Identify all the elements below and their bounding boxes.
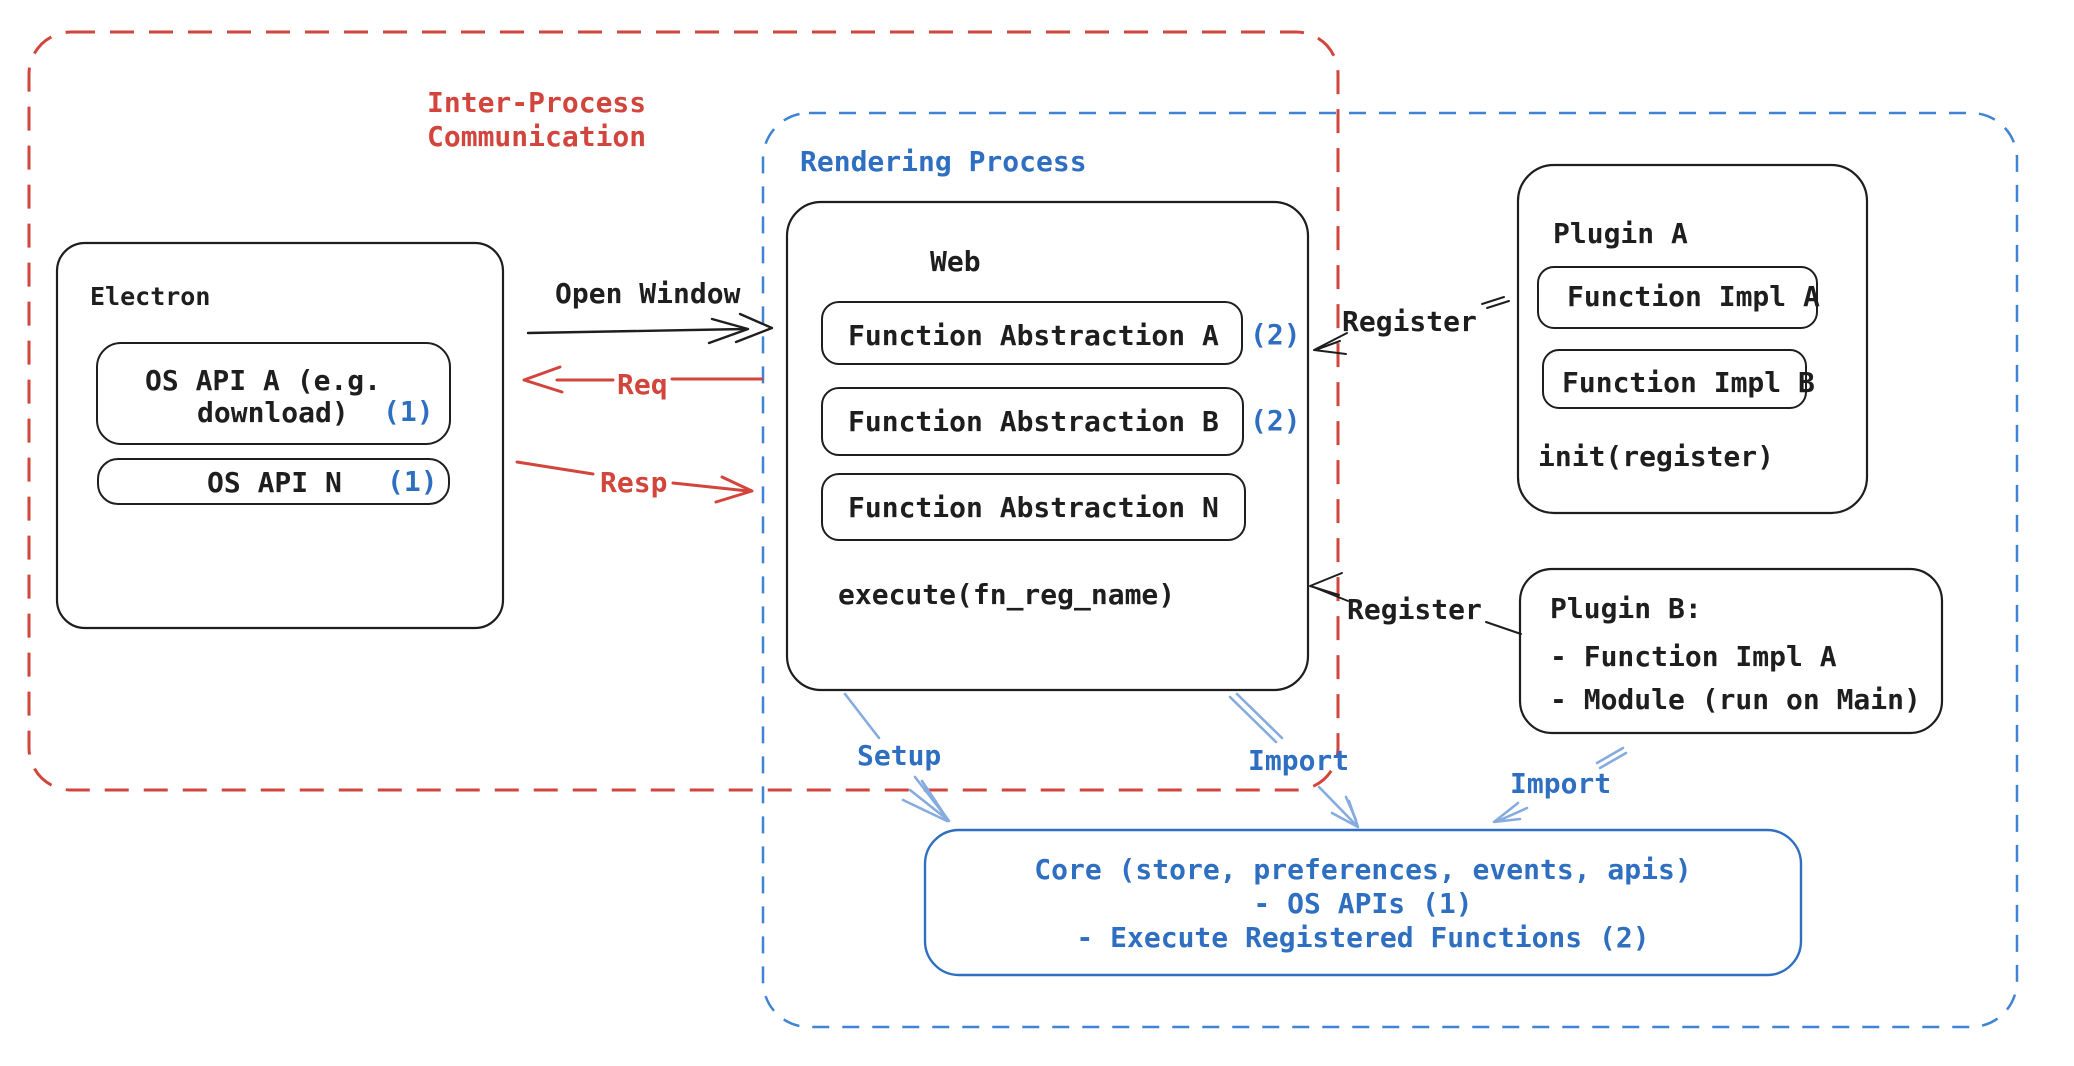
fn-abstraction-b-ref-badge: (2)	[1250, 404, 1301, 437]
fn-impl-b-label: Function Impl B	[1562, 366, 1815, 399]
plugin-a-title: Plugin A	[1553, 217, 1688, 250]
open-window-arrow	[526, 312, 774, 345]
rendering-process-label: Rendering Process	[800, 145, 1087, 178]
import-web-arrow	[1228, 692, 1360, 829]
os-api-n-box	[97, 458, 450, 505]
register-b-label: Register	[1347, 593, 1482, 626]
os-api-a-ref-badge: (1)	[383, 395, 434, 428]
fn-abstraction-b-box	[821, 387, 1244, 456]
fn-impl-a-label: Function Impl A	[1567, 280, 1820, 313]
fn-abstraction-a-label: Function Abstraction A	[848, 319, 1219, 352]
core-label-line2: - OS APIs (1)	[1253, 887, 1472, 920]
setup-label: Setup	[857, 739, 941, 772]
fn-abstraction-a-ref-badge: (2)	[1250, 318, 1301, 351]
core-box	[923, 828, 1803, 977]
fn-abstraction-n-box	[821, 473, 1246, 541]
plugin-b-title: Plugin B:	[1550, 592, 1702, 625]
setup-arrow	[843, 692, 951, 823]
os-api-n-ref-badge: (1)	[387, 465, 438, 498]
req-arrow	[522, 365, 764, 394]
register-b-arrow	[1309, 572, 1522, 635]
import-plugin-label: Import	[1510, 767, 1611, 800]
fn-abstraction-n-label: Function Abstraction N	[848, 491, 1219, 524]
resp-label: Resp	[600, 466, 667, 499]
register-a-label: Register	[1342, 305, 1477, 338]
core-label-line1: Core (store, preferences, events, apis)	[1034, 853, 1691, 886]
os-api-a-box	[96, 342, 451, 445]
web-box	[785, 200, 1310, 692]
fn-impl-b-box	[1542, 349, 1807, 409]
electron-title: Electron	[90, 282, 210, 311]
core-label-line3: - Execute Registered Functions (2)	[1076, 921, 1649, 954]
execute-label: execute(fn_reg_name)	[838, 578, 1175, 611]
open-window-label: Open Window	[555, 277, 741, 310]
os-api-n-label: OS API N	[207, 466, 342, 499]
electron-box	[55, 241, 505, 630]
plugin-a-box	[1516, 163, 1869, 515]
req-label: Req	[617, 368, 668, 401]
rendering-process-region-outline	[761, 111, 2019, 1029]
os-api-a-label-line1: OS API A (e.g.	[145, 364, 381, 397]
init-register-label: init(register)	[1538, 440, 1774, 473]
plugin-b-item-fn-impl-a: - Function Impl A	[1550, 640, 1837, 673]
fn-impl-a-box	[1537, 266, 1818, 329]
register-a-arrow	[1313, 296, 1510, 355]
import-web-label: Import	[1248, 744, 1349, 777]
os-api-a-label-line2: download)	[197, 396, 349, 429]
web-title: Web	[930, 245, 981, 278]
plugin-b-box	[1518, 567, 1944, 735]
plugin-b-item-module: - Module (run on Main)	[1550, 683, 1921, 716]
import-plugin-arrow	[1492, 746, 1628, 824]
ipc-region-label-line1: Inter-Process	[427, 86, 646, 119]
fn-abstraction-b-label: Function Abstraction B	[848, 405, 1219, 438]
ipc-region-label-line2: Communication	[427, 120, 646, 153]
fn-abstraction-a-box	[821, 301, 1243, 365]
resp-arrow	[515, 460, 754, 504]
